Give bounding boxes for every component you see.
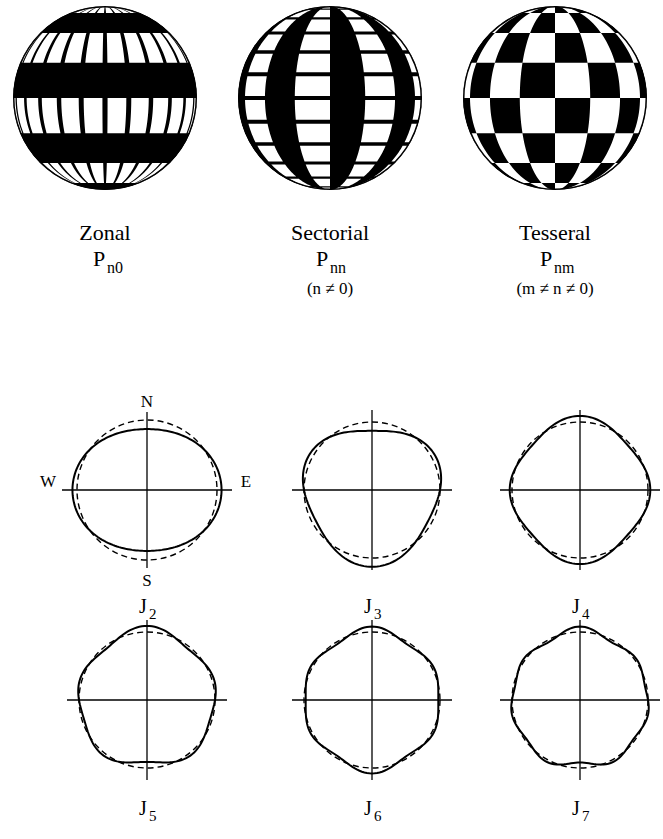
coefficient-symbol: J — [364, 596, 372, 616]
axis-line — [62, 489, 232, 490]
reference-circle — [77, 420, 217, 560]
coefficient-subscript: 7 — [582, 809, 590, 824]
reference-circle — [79, 632, 215, 768]
category-name: Tesseral — [519, 222, 591, 244]
direction-label: N — [141, 393, 153, 410]
axis-line — [500, 699, 660, 700]
coefficient-subscript: 4 — [582, 607, 590, 622]
subscript: n0 — [107, 260, 123, 276]
coefficient-subscript: 5 — [149, 809, 157, 824]
coefficient-subscript: 2 — [149, 607, 157, 622]
sphere-outline — [464, 7, 647, 190]
sphere-outline — [14, 7, 197, 190]
category-name: Sectorial — [291, 222, 369, 244]
sectorial-sphere — [238, 6, 422, 190]
direction-label: W — [40, 473, 56, 490]
condition: (m ≠ n ≠ 0) — [516, 280, 593, 297]
subscript: nn — [330, 260, 346, 276]
zonal-sphere — [13, 6, 197, 190]
axis-line — [292, 489, 452, 490]
coefficient-symbol: J — [139, 596, 147, 616]
axis-line — [292, 699, 452, 700]
coefficient-symbol: J — [139, 798, 147, 818]
symbol: P — [540, 248, 552, 270]
coefficient-subscript: 6 — [374, 809, 382, 824]
sphere-cells — [463, 6, 647, 190]
geoid-shape — [72, 429, 221, 551]
geoid-shape — [510, 416, 651, 564]
geoid-shape — [303, 431, 441, 567]
axis-line — [500, 489, 660, 490]
direction-label: S — [142, 572, 151, 589]
reference-circle — [512, 422, 648, 558]
coefficient-subscript: 3 — [374, 607, 382, 622]
condition: (n ≠ 0) — [307, 280, 353, 297]
direction-label: E — [241, 473, 251, 490]
geoid-shape — [78, 626, 216, 763]
sphere-outline — [239, 7, 422, 190]
coefficient-symbol: J — [572, 596, 580, 616]
zonal-shape-curves — [62, 410, 660, 780]
geoid-shape — [306, 627, 439, 774]
coefficient-symbol: J — [364, 798, 372, 818]
axis-line — [67, 699, 227, 700]
subscript: nm — [554, 260, 574, 276]
geoid-shape — [511, 627, 649, 765]
tesseral-sphere — [463, 6, 647, 190]
coefficient-symbol: J — [572, 798, 580, 818]
symbol: P — [316, 248, 328, 270]
category-name: Zonal — [79, 222, 130, 244]
symbol: P — [93, 248, 105, 270]
